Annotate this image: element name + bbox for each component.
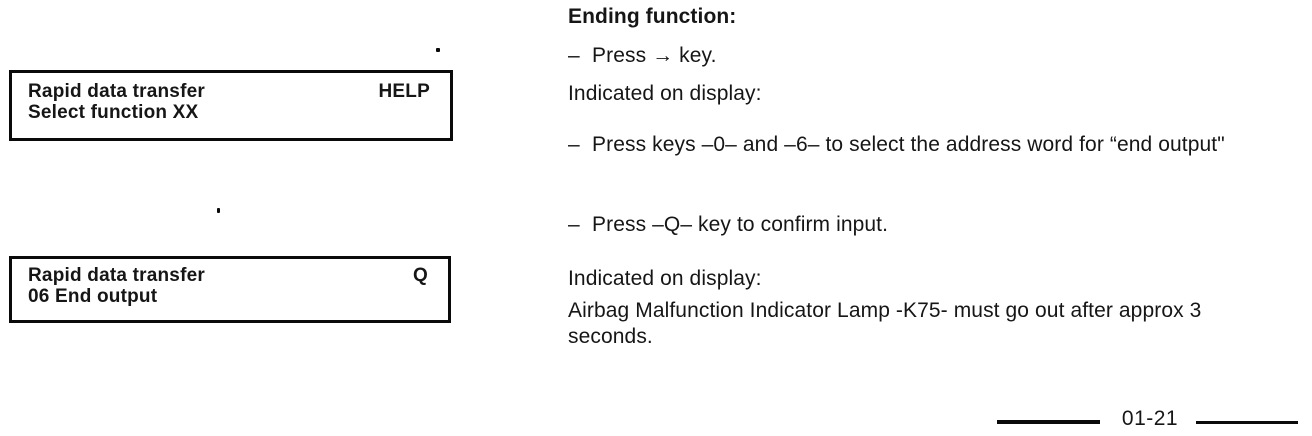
section-heading: Ending function: — [568, 5, 737, 28]
indicated-on-display-label: Indicated on display: — [568, 82, 762, 105]
instruction-step: – Press → key. — [568, 43, 717, 69]
indicated-on-display-label: Indicated on display: — [568, 267, 762, 290]
page-number: 01-21 — [1121, 407, 1179, 430]
display-second-line: 06 End output — [28, 286, 158, 307]
instruction-text: Press –Q– key to confirm input. — [592, 213, 889, 236]
bullet-dash: – — [568, 44, 580, 67]
display-content: Rapid data transfer HELP Select function… — [12, 73, 450, 123]
display-title: Rapid data transfer — [28, 265, 205, 286]
footer-rule-left — [997, 420, 1100, 424]
scan-speck — [436, 48, 440, 52]
display-corner-label: Q — [413, 265, 428, 286]
bullet-dash: – — [568, 213, 580, 236]
scan-speck — [217, 208, 220, 213]
instruction-step: – Press keys –0– and –6– to select the a… — [568, 132, 1244, 158]
display-second-line: Select function XX — [28, 102, 199, 123]
display-content: Rapid data transfer Q 06 End output — [12, 259, 448, 307]
result-text: Airbag Malfunction Indicator Lamp -K75- … — [568, 299, 1202, 348]
footer-rule-right — [1196, 421, 1298, 424]
instruction-text: Press → key. — [592, 44, 717, 67]
instruction-text: Press keys –0– and –6– to select the add… — [592, 133, 1225, 156]
scan-tool-display-end-output: Rapid data transfer Q 06 End output — [9, 256, 451, 323]
instruction-step: – Press –Q– key to confirm input. — [568, 212, 888, 238]
scan-tool-display-select-function: Rapid data transfer HELP Select function… — [9, 70, 453, 141]
display-title: Rapid data transfer — [28, 81, 205, 102]
bullet-dash: – — [568, 133, 580, 156]
display-corner-label: HELP — [378, 81, 430, 102]
